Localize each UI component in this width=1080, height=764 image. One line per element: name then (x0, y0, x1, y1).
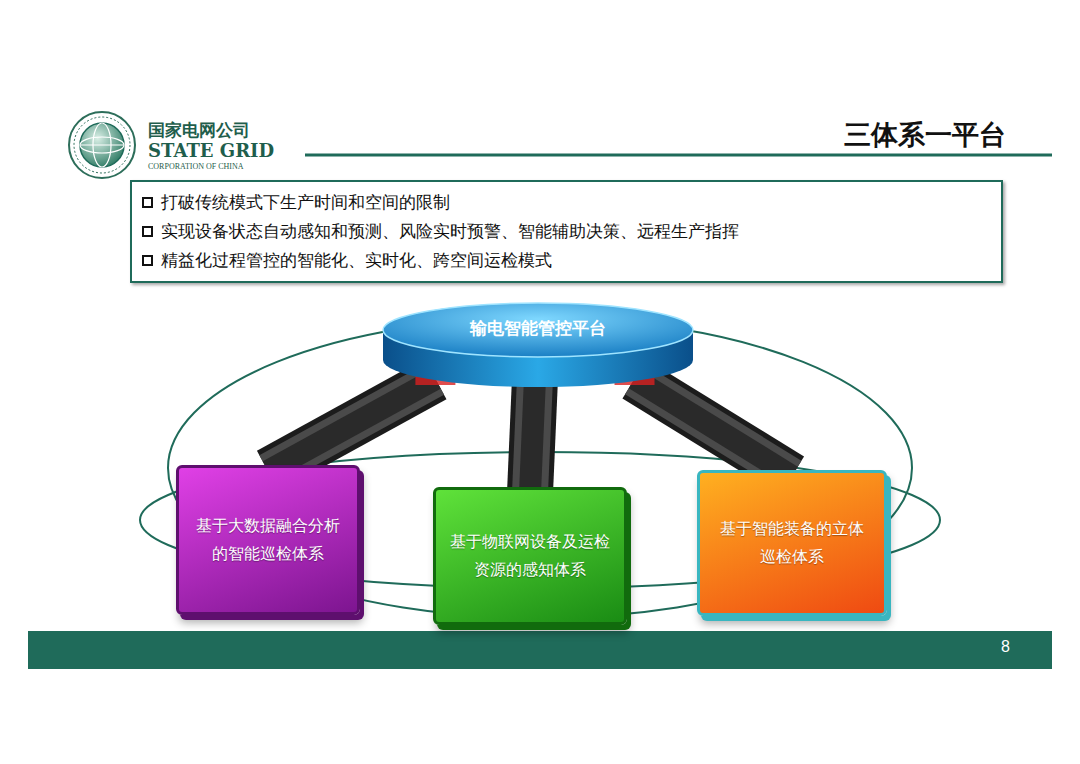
ramp-groove (530, 379, 535, 493)
ramp-groove (268, 379, 435, 471)
bullet-text: 打破传统模式下生产时间和空间的限制 (161, 191, 450, 214)
ramp-groove (635, 379, 792, 476)
system-box: 基于物联网设备及运检资源的感知体系 (433, 487, 627, 625)
bullet-square (142, 255, 153, 266)
ramp-connector (268, 375, 455, 471)
platform-label: 输电智能管控平台 (470, 317, 606, 340)
system-box: 基于大数据融合分析的智能巡检体系 (176, 465, 360, 615)
logo-text: CORPORATION OF CHINA (148, 162, 244, 171)
logo (69, 112, 135, 178)
box-label: 基于物联网设备及运检资源的感知体系 (450, 528, 610, 584)
ramp-face (530, 379, 535, 493)
ramp-face (635, 379, 792, 476)
page-number: 8 (1001, 638, 1010, 656)
ramp-connector (515, 375, 555, 493)
ramp-face (268, 379, 435, 471)
box-label: 基于智能装备的立体巡检体系 (714, 515, 870, 571)
bullet-item: 实现设备状态自动感知和预测、风险实时预警、智能辅助决策、远程生产指挥 (142, 217, 991, 246)
bullet-square (142, 226, 153, 237)
bullet-item: 打破传统模式下生产时间和空间的限制 (142, 188, 991, 217)
platform-disk: 输电智能管控平台 (383, 303, 693, 387)
ramp-body (268, 379, 435, 471)
title-rule (305, 154, 1052, 157)
ramp-body (530, 379, 535, 493)
system-box: 基于智能装备的立体巡检体系 (697, 470, 887, 616)
disk-top (383, 303, 693, 357)
box-label: 基于大数据融合分析的智能巡检体系 (193, 512, 343, 568)
bullet-box: 打破传统模式下生产时间和空间的限制实现设备状态自动感知和预测、风险实时预警、智能… (130, 180, 1003, 283)
ramp-connector (615, 375, 792, 476)
disk-shape (383, 303, 693, 387)
bullet-item: 精益化过程管控的智能化、实时化、跨空间运检模式 (142, 246, 991, 275)
bullet-text: 精益化过程管控的智能化、实时化、跨空间运检模式 (161, 249, 552, 272)
logo-text: 国家电网公司 (148, 119, 250, 142)
footer-bar (28, 631, 1052, 669)
bullet-square (142, 197, 153, 208)
slide-title: 三体系一平台 (844, 117, 1006, 153)
logo-text: STATE GRID (148, 140, 274, 161)
bullet-text: 实现设备状态自动感知和预测、风险实时预警、智能辅助决策、远程生产指挥 (161, 220, 739, 243)
ramp-body (635, 379, 792, 476)
